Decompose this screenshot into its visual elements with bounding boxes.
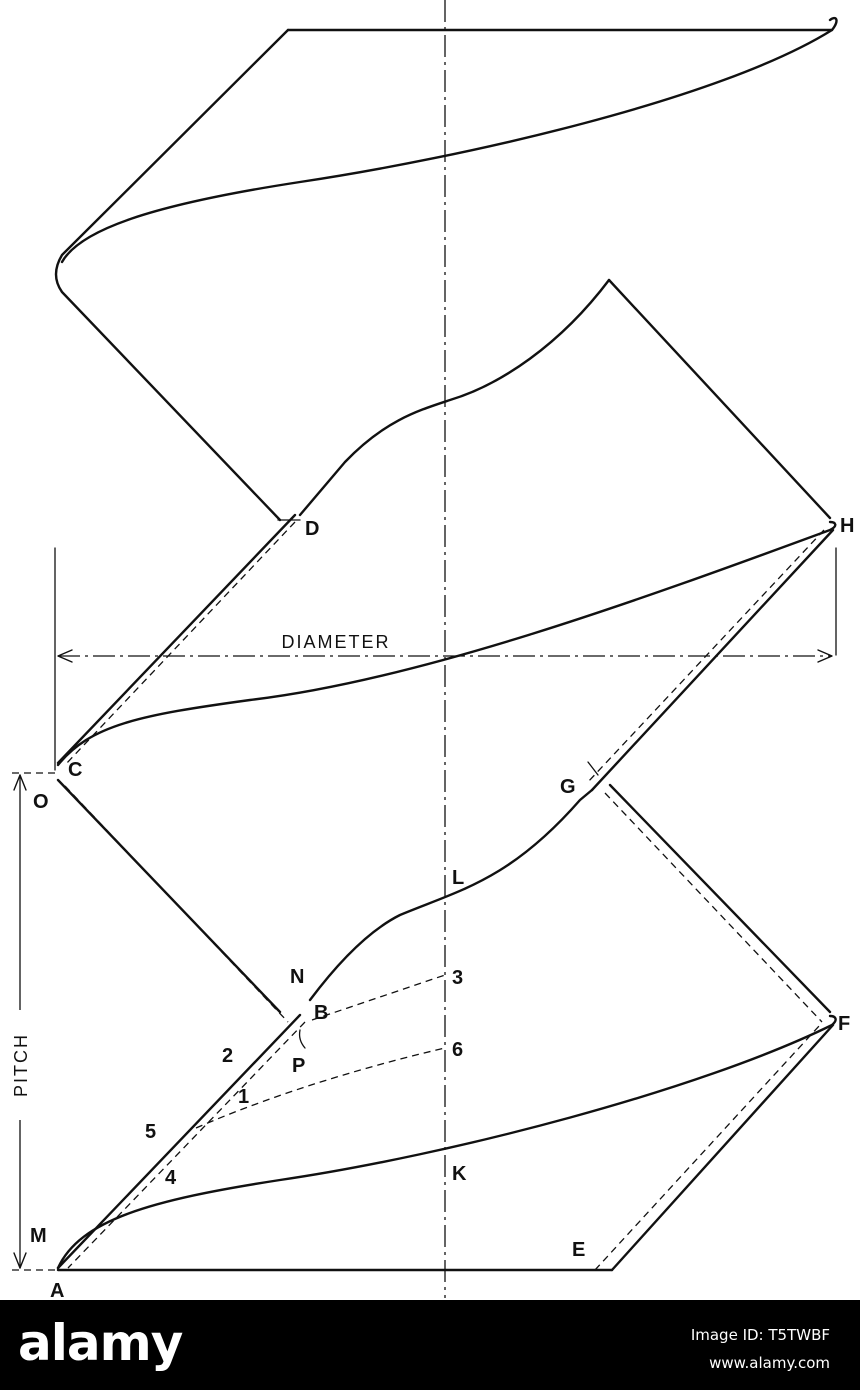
bottom-thread-right-base-flank (610, 1023, 835, 1272)
helix-thread-diagram: D H C O G L N 3 B F 2 6 P 1 5 4 K M E A … (8, 0, 855, 1300)
pitch-arrow-top (13, 774, 27, 791)
diameter-arrow-left (57, 649, 73, 663)
label-o: O (33, 791, 49, 813)
middle-thread-root-curve (308, 788, 594, 1002)
label-2: 2 (222, 1045, 233, 1067)
pitch-label: PITCH (11, 1033, 31, 1097)
watermark-url: www.alamy.com (709, 1354, 830, 1372)
construction-arc-g (587, 761, 599, 776)
middle-thread-upper-flank (56, 513, 297, 765)
diameter-label: DIAMETER (281, 632, 390, 652)
label-e: E (572, 1239, 585, 1261)
middle-thread-crest-curve (56, 520, 837, 767)
top-thread-right-flank (607, 278, 832, 520)
middle-thread-lower-flank-dashed (64, 785, 289, 1023)
label-3: 3 (452, 967, 463, 989)
label-5: 5 (145, 1121, 156, 1143)
top-thread-root-curve (298, 278, 611, 517)
label-d: D (305, 518, 319, 540)
diameter-label-backing (258, 628, 414, 654)
label-n: N (290, 966, 304, 988)
pitch-arrow-bottom (13, 1252, 27, 1269)
middle-thread-right-flank-dashed (587, 529, 825, 783)
top-thread-left-edge (54, 28, 290, 522)
pitch-label-backing (8, 1010, 32, 1120)
label-6: 6 (452, 1039, 463, 1061)
label-l: L (452, 867, 464, 889)
watermark-image-id: Image ID: T5TWBF (690, 1326, 830, 1344)
construction-line-16 (195, 1047, 446, 1129)
label-a: A (50, 1280, 64, 1300)
middle-thread-upper-flank-dashed (64, 521, 296, 766)
label-4: 4 (165, 1167, 177, 1189)
label-m: M (30, 1225, 47, 1247)
middle-thread-right-flank (590, 528, 835, 792)
bottom-thread-lower-right-flank-dashed (604, 792, 823, 1023)
label-h: H (840, 515, 854, 537)
label-f: F (838, 1013, 850, 1035)
label-g: G (560, 776, 576, 798)
construction-line-b3 (311, 974, 446, 1021)
label-c: C (68, 759, 82, 781)
middle-thread-lower-flank (56, 778, 282, 1014)
bottom-thread-crest-curve (56, 1014, 837, 1270)
bottom-thread-right-base-flank-dashed (594, 1024, 821, 1271)
label-k: K (452, 1163, 467, 1185)
watermark-logo: alamy (18, 1314, 183, 1372)
top-thread-crest-curve (60, 16, 838, 264)
watermark-bar: alamy Image ID: T5TWBF www.alamy.com (0, 1300, 860, 1390)
label-p: P (292, 1055, 305, 1077)
bottom-thread-left-flank-dashed (67, 1021, 306, 1269)
diameter-arrow-right (817, 649, 833, 663)
bottom-thread-left-flank (56, 1013, 302, 1270)
bottom-thread-lower-right-flank (608, 783, 832, 1014)
construction-arc-p (298, 1029, 306, 1049)
label-1: 1 (238, 1086, 249, 1108)
label-b: B (314, 1002, 328, 1024)
